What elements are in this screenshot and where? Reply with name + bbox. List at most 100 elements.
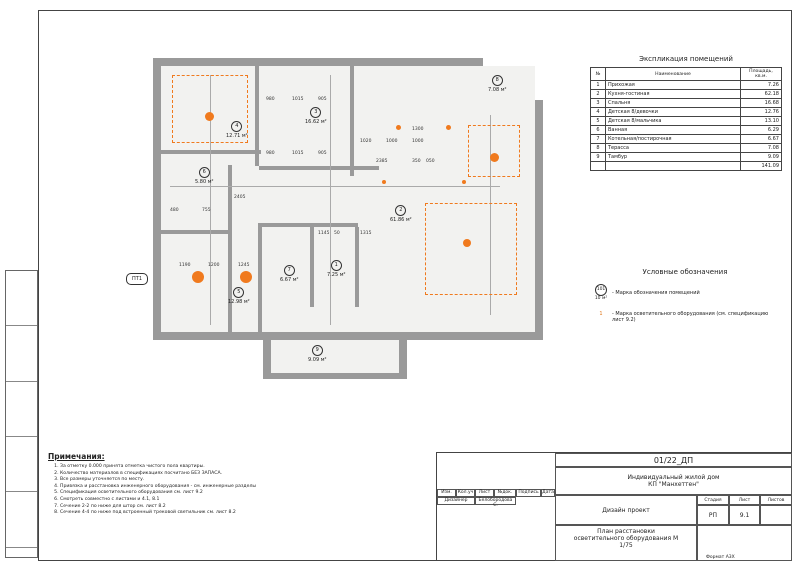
lamp-fixture: [490, 153, 499, 162]
dimension: 980: [266, 151, 275, 156]
ceiling-zone-living: [425, 203, 517, 295]
note-item: Количество материалов в спецификациях по…: [60, 471, 378, 478]
note-item: Все размеры уточняется по месту.: [60, 477, 378, 484]
room-area: 6.67: [740, 134, 782, 144]
wall-inner-3: [350, 66, 354, 176]
project-code: 01/22_ДП: [555, 453, 792, 467]
lamp-fixture: [463, 239, 471, 247]
wall-inner-5: [228, 165, 232, 332]
room-name: Тамбур: [605, 152, 741, 162]
room-mark-symbol: 101 10 м²: [590, 284, 612, 301]
room-area: 13.10: [740, 116, 782, 126]
floor-main: [161, 66, 535, 332]
dimension: 1190: [179, 263, 191, 268]
object-name: Индивидуальный жилой дом КП "Манхеттен": [555, 467, 792, 495]
room-area: 12.76: [740, 107, 782, 117]
col-header-area: Площадь, кв.м.: [740, 67, 782, 81]
room-num: 6: [590, 125, 606, 135]
light-line: [490, 115, 491, 315]
dimension: 050: [426, 159, 435, 164]
legend: Условные обозначения 101 10 м² - Марка о…: [590, 268, 780, 333]
room-area: 7.26: [740, 80, 782, 90]
room-name: Спальня: [605, 98, 741, 108]
room-area: 6.29: [740, 125, 782, 135]
dimension: 2385: [376, 159, 388, 164]
lamp-fixture: [240, 271, 252, 283]
room-area: 9.09: [740, 152, 782, 162]
sheets-value: [760, 505, 792, 525]
legend-title: Условные обозначения: [642, 268, 728, 276]
sheet-value: 9.1: [729, 505, 760, 525]
room-num: 8: [590, 143, 606, 153]
room-num: 1: [590, 80, 606, 90]
section-marker: ПТ1: [126, 273, 148, 285]
title-block: 01/22_ДП Индивидуальный жилой дом КП "Ма…: [436, 452, 792, 561]
note-item: Сечение 4-4 по ниже под встроенный треко…: [60, 510, 378, 517]
binding-margin: [5, 270, 38, 558]
dimension: 50: [334, 231, 340, 236]
room-num: 4: [590, 107, 606, 117]
stamp-header-date: Дата: [541, 489, 555, 497]
stage-value: РП: [697, 505, 729, 525]
dimension: 1015: [292, 97, 304, 102]
floor-vestibule: [271, 340, 399, 373]
dimension: 1015: [292, 151, 304, 156]
dimension: 350: [412, 159, 421, 164]
wall-vestibule-left: [263, 332, 271, 379]
section-name: Дизайн проект: [555, 495, 697, 525]
lamp-fixture: [382, 180, 386, 184]
dimension: 1200: [208, 263, 220, 268]
lamp-fixture: [396, 125, 401, 130]
wall-inner-4: [161, 230, 231, 234]
drawing-title: План расстановки осветительного оборудов…: [555, 525, 697, 561]
stamp-blank: [697, 525, 792, 561]
wall-outer-bottom: [153, 332, 543, 340]
dimension: 755: [202, 208, 211, 213]
room-name: Детская 8/мальчика: [605, 116, 741, 126]
note-item: Смотреть совместно с листами и 4.1, 8.1: [60, 497, 378, 504]
wall-inner-2: [255, 66, 259, 166]
stamp-role: Дизайнер: [437, 497, 475, 505]
dimension: 980: [266, 97, 275, 102]
stamp-header-change: Изм.: [437, 489, 456, 497]
room-name: Ванная: [605, 125, 741, 135]
lamp-fixture: [192, 271, 204, 283]
light-line: [210, 75, 211, 325]
note-item: Спецификация осветительного оборудования…: [60, 490, 378, 497]
wall-outer-top: [153, 58, 483, 66]
note-item: Привязка и расстановка инженерного обору…: [60, 484, 378, 491]
explication-title: Экспликация помещений: [639, 55, 733, 63]
sheets-label: Листов: [760, 495, 792, 505]
dimension: 480: [170, 208, 179, 213]
notes: Примечания: За отметку 0.000 принята отм…: [48, 452, 378, 517]
room-name: Котельная/постирочная: [605, 134, 741, 144]
dimension: 1145: [318, 231, 330, 236]
legend-item: 101 10 м² - Марка обозначения помещений: [590, 284, 780, 301]
light-line: [170, 186, 500, 187]
note-item: Сечение 2-2 по ниже для штор см. лист 8.…: [60, 504, 378, 511]
sheet-label: Лист: [729, 495, 760, 505]
room-area: 62.18: [740, 89, 782, 99]
sheet-frame: [38, 10, 792, 561]
legend-text: - Марка обозначения помещений: [612, 290, 700, 296]
legend-text: - Марка осветительного оборудования (см.…: [612, 311, 769, 323]
notes-title: Примечания:: [48, 452, 105, 461]
stamp-person: Белобородова С.: [475, 497, 516, 508]
wall-inner-9: [355, 227, 359, 307]
wall-vestibule-right: [399, 332, 407, 379]
dimension: 2405: [234, 195, 246, 200]
